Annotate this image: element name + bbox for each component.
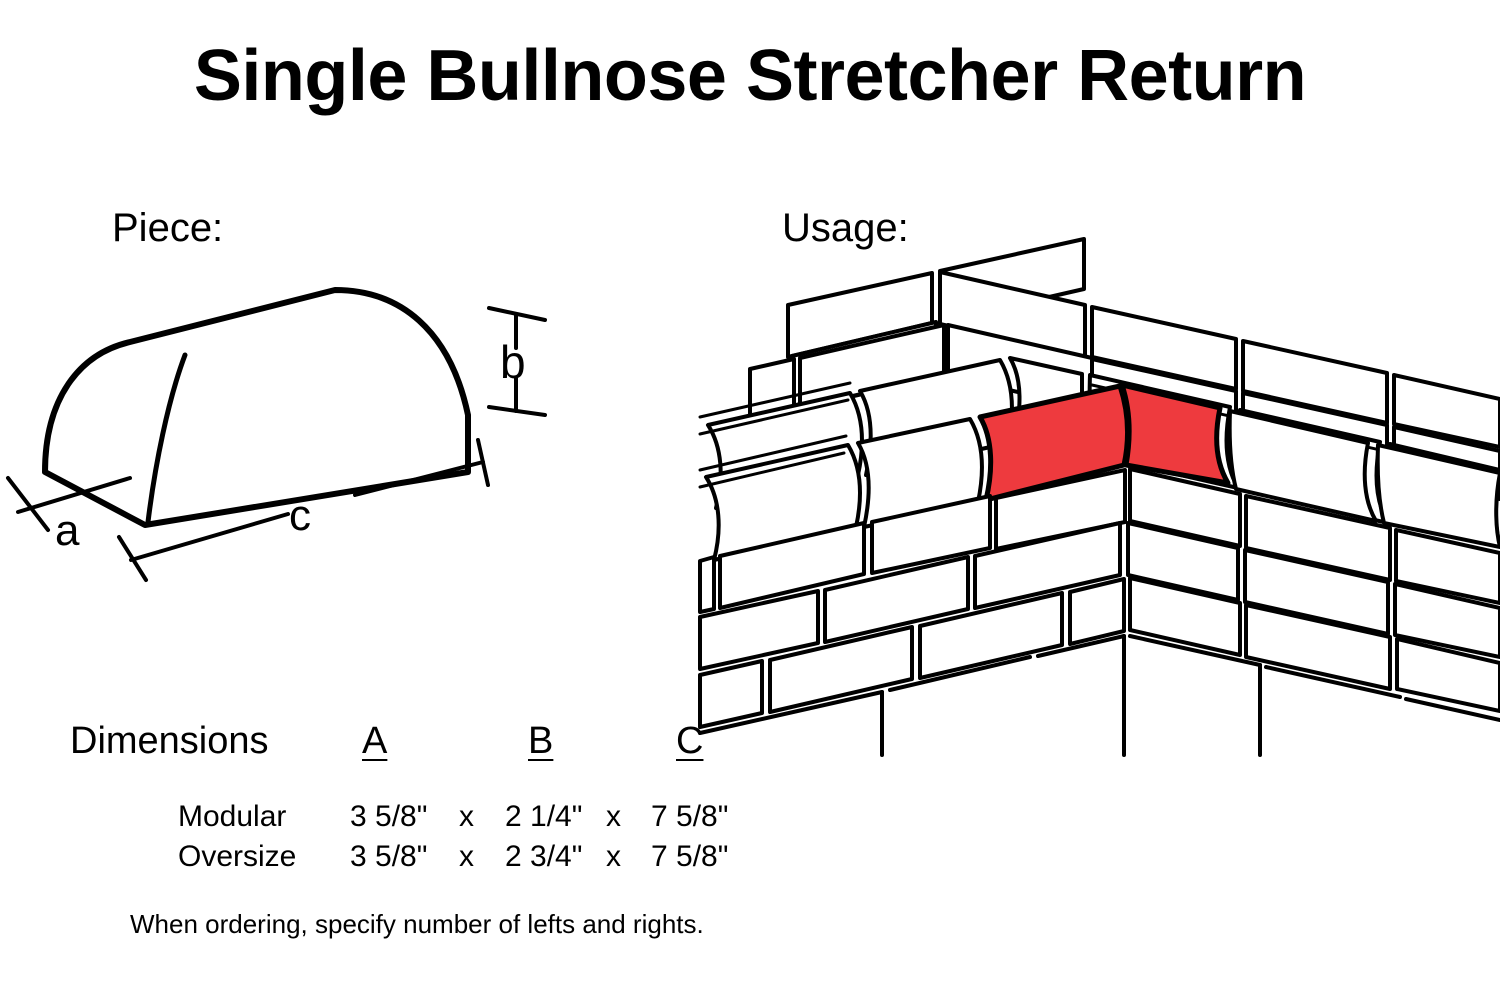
cell-modular-c: 7 5/8" bbox=[651, 800, 729, 833]
row-label-modular: Modular bbox=[178, 800, 287, 833]
brick bbox=[1068, 577, 1126, 646]
wall-bottom-edges bbox=[698, 634, 1500, 757]
dimensions-heading: Dimensions bbox=[70, 720, 269, 762]
wall-course-6 bbox=[698, 521, 1500, 671]
highlighted-piece-return-face bbox=[1119, 382, 1231, 486]
brick bbox=[823, 555, 970, 644]
brick-corner-right bbox=[1128, 467, 1242, 548]
piece-svg: a b c bbox=[6, 287, 547, 582]
usage-svg bbox=[698, 237, 1500, 757]
brick bbox=[1394, 528, 1500, 605]
dimensions-table: Dimensions A B C Modular 3 5/8" x 2 1/4"… bbox=[0, 706, 820, 956]
cell-modular-a: 3 5/8" bbox=[350, 800, 428, 833]
brick bbox=[1243, 548, 1390, 636]
separator-x: x bbox=[459, 840, 474, 873]
ordering-footnote: When ordering, specify number of lefts a… bbox=[130, 909, 704, 939]
piece-section-label: Piece: bbox=[112, 206, 224, 250]
row-label-oversize: Oversize bbox=[178, 840, 297, 873]
usage-section-label: Usage: bbox=[782, 206, 909, 250]
dimension-line-a bbox=[6, 476, 132, 532]
brick bbox=[1126, 521, 1240, 602]
usage-wall-corner-drawing bbox=[698, 237, 1500, 757]
column-header-c: C bbox=[676, 720, 704, 762]
brick bbox=[918, 591, 1064, 680]
brick bbox=[698, 659, 764, 729]
bullnose-brick-outline bbox=[42, 287, 471, 528]
dimension-label-c: c bbox=[289, 491, 311, 540]
brick bbox=[718, 521, 866, 610]
brick bbox=[1128, 576, 1242, 657]
brick-body-contour bbox=[42, 287, 471, 528]
brick bbox=[1392, 373, 1500, 449]
separator-x: x bbox=[459, 800, 474, 833]
bullnose-profile-curve bbox=[145, 352, 188, 525]
cell-oversize-c: 7 5/8" bbox=[651, 840, 729, 873]
wall-course-5 bbox=[698, 467, 1500, 614]
piece-isometric-drawing: a b c bbox=[0, 250, 600, 582]
bullnose-course-top-lines-2 bbox=[698, 434, 848, 489]
brick bbox=[1393, 582, 1500, 659]
column-header-a: A bbox=[362, 720, 388, 762]
dimension-line-b bbox=[487, 306, 547, 417]
bullnose-brick bbox=[1375, 443, 1500, 549]
cell-oversize-b: 2 3/4" bbox=[505, 840, 583, 873]
dimension-label-a: a bbox=[55, 506, 80, 555]
page-title: Single Bullnose Stretcher Return bbox=[193, 36, 1307, 116]
dimension-label-b: b bbox=[500, 336, 526, 388]
wall-course-7 bbox=[698, 576, 1500, 729]
brick bbox=[698, 555, 716, 614]
brick-corner-left bbox=[994, 468, 1127, 551]
table-row: Modular 3 5/8" x 2 1/4" x 7 5/8" bbox=[0, 800, 820, 834]
brick bbox=[698, 589, 820, 671]
brick bbox=[1244, 603, 1392, 691]
bullnose-brick bbox=[1227, 409, 1378, 523]
brick bbox=[768, 625, 914, 714]
brick bbox=[973, 521, 1122, 610]
separator-x: x bbox=[606, 800, 621, 833]
cell-oversize-a: 3 5/8" bbox=[350, 840, 428, 873]
brick bbox=[870, 494, 992, 575]
cell-modular-b: 2 1/4" bbox=[505, 800, 583, 833]
brick bbox=[1244, 494, 1392, 582]
separator-x: x bbox=[606, 840, 621, 873]
wall-course-top bbox=[786, 237, 1500, 449]
table-row: Oversize 3 5/8" x 2 3/4" x 7 5/8" bbox=[0, 840, 820, 874]
column-header-b: B bbox=[528, 720, 554, 762]
dimension-line-c bbox=[117, 438, 490, 582]
brick bbox=[1395, 637, 1500, 713]
